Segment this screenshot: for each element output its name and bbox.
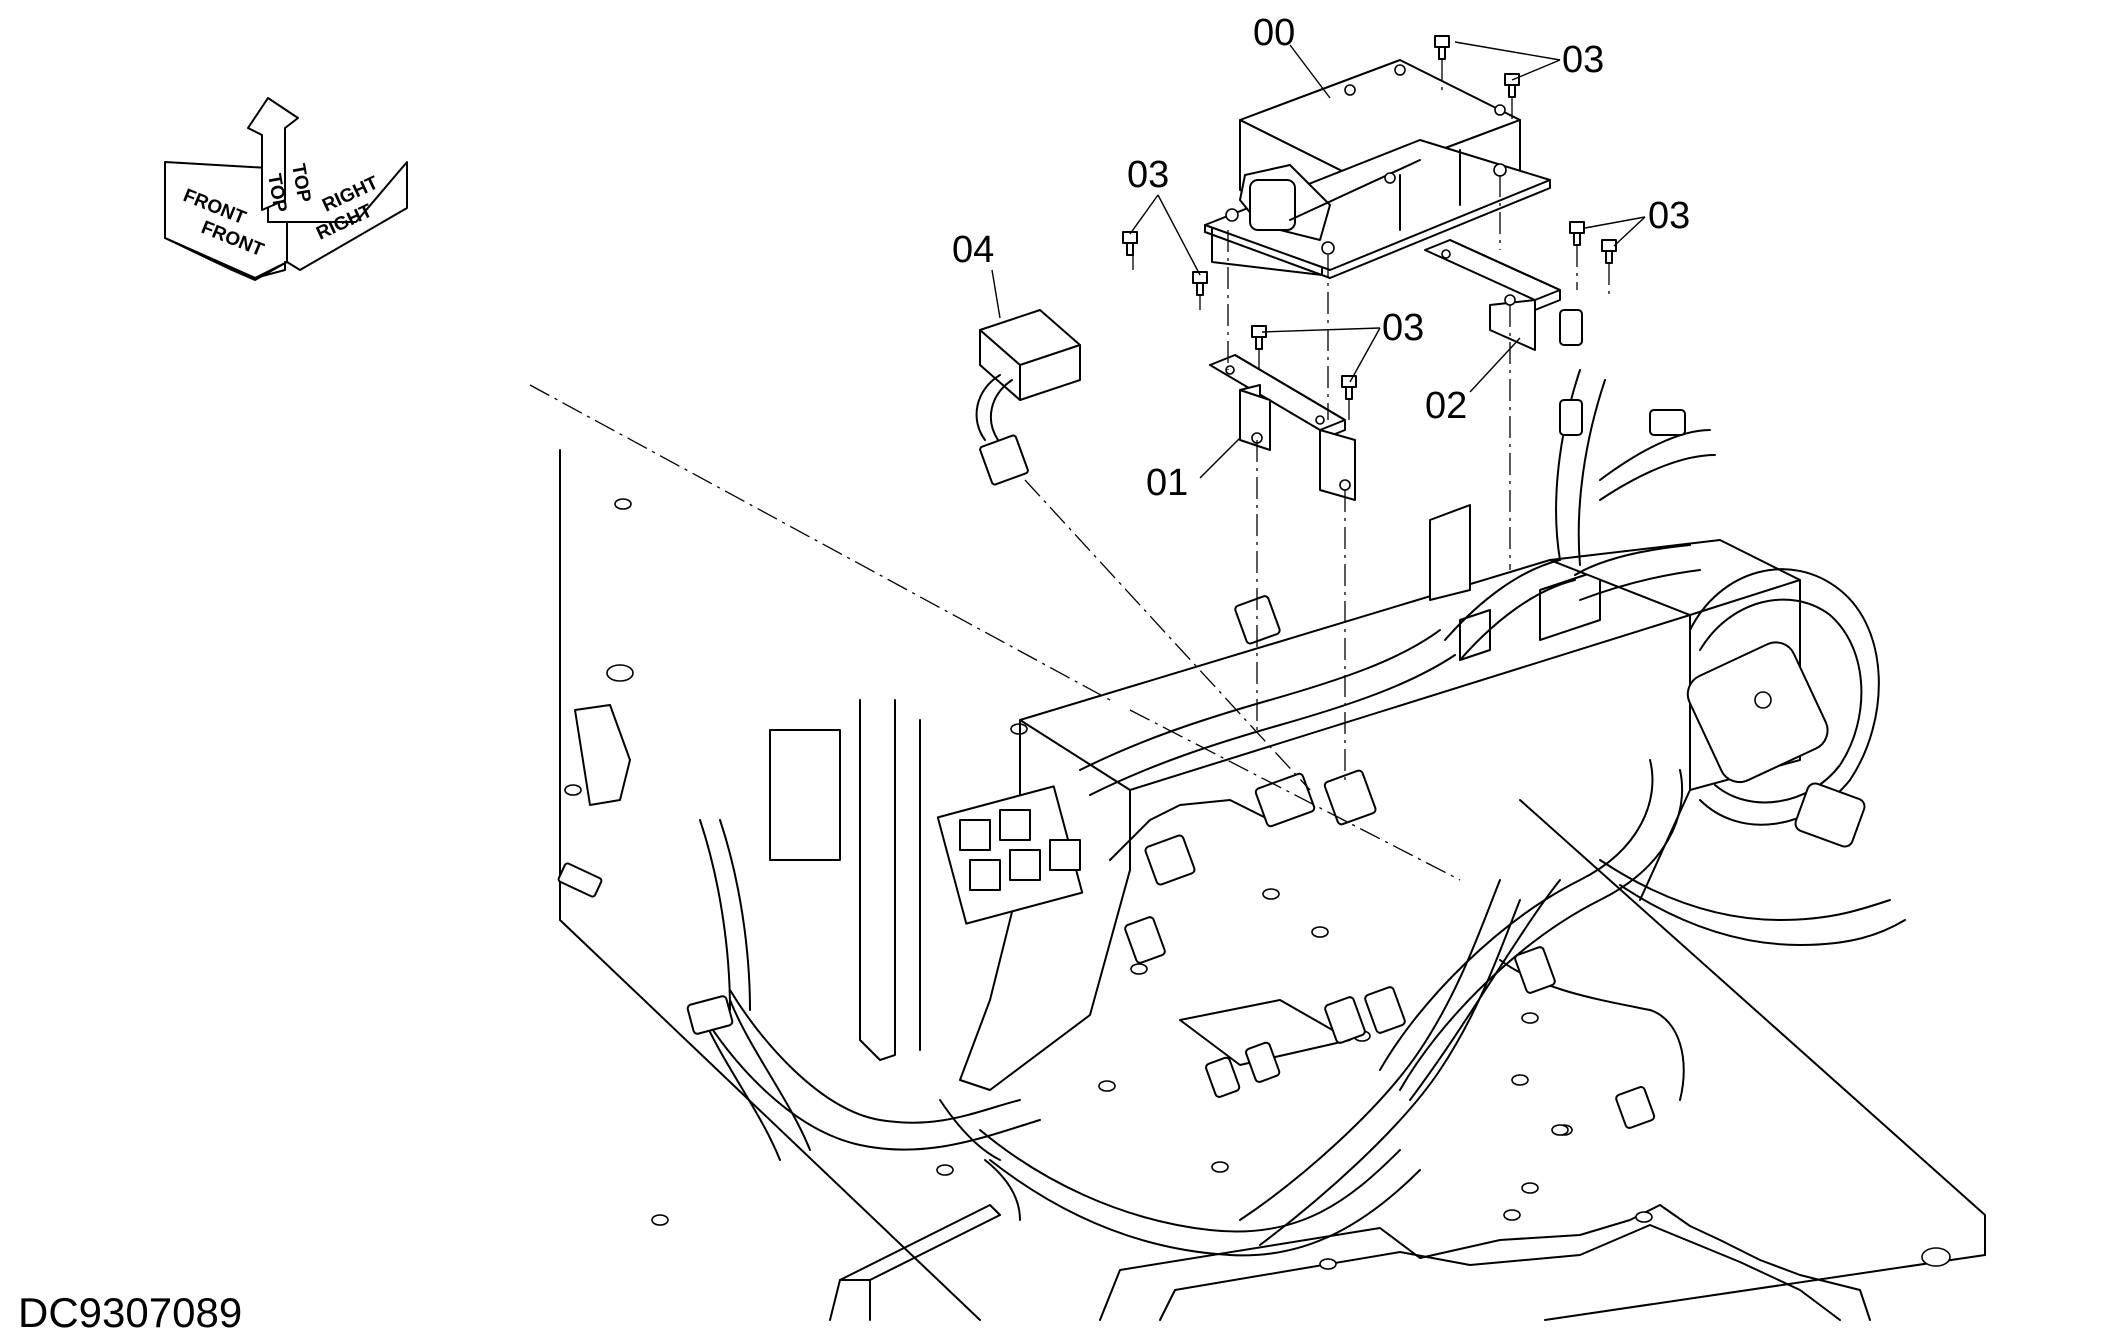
orientation-indicator: FRONT FRONT TOP TOP RIGHT RIGHT [164,97,408,281]
callout-part-02: 02 [1425,385,1467,427]
part-01-bracket [1209,354,1356,501]
bolt-icon [1601,239,1617,264]
part-02-bracket [1424,239,1561,351]
part-04-module [975,309,1081,486]
drawing-code: DC9307089 [18,1289,242,1332]
bolt-icon [1569,221,1585,246]
callout-part-04: 04 [952,229,994,271]
callout-part-03: 03 [1562,39,1604,81]
part-03-bolts [1122,35,1617,400]
orientation-top-label-2: TOP [287,162,314,204]
callout-part-03: 03 [1648,195,1690,237]
bolt-icon [1434,35,1450,60]
bolt-icon [1251,325,1267,350]
callout-part-03: 03 [1127,154,1169,196]
callout-part-01: 01 [1146,462,1188,504]
callout-part-03: 03 [1382,307,1424,349]
part-00-controller [1204,59,1551,279]
floor-plate [559,449,1986,1321]
connectors [557,309,1686,1129]
bolt-icon [1122,231,1138,256]
bolt-icon [1341,375,1357,400]
control-box-assembly [1686,568,1880,848]
leader-lines [991,41,1646,479]
callout-part-00: 00 [1253,12,1295,54]
wiring-harness [699,369,1906,1257]
bolt-icon [1192,271,1208,296]
